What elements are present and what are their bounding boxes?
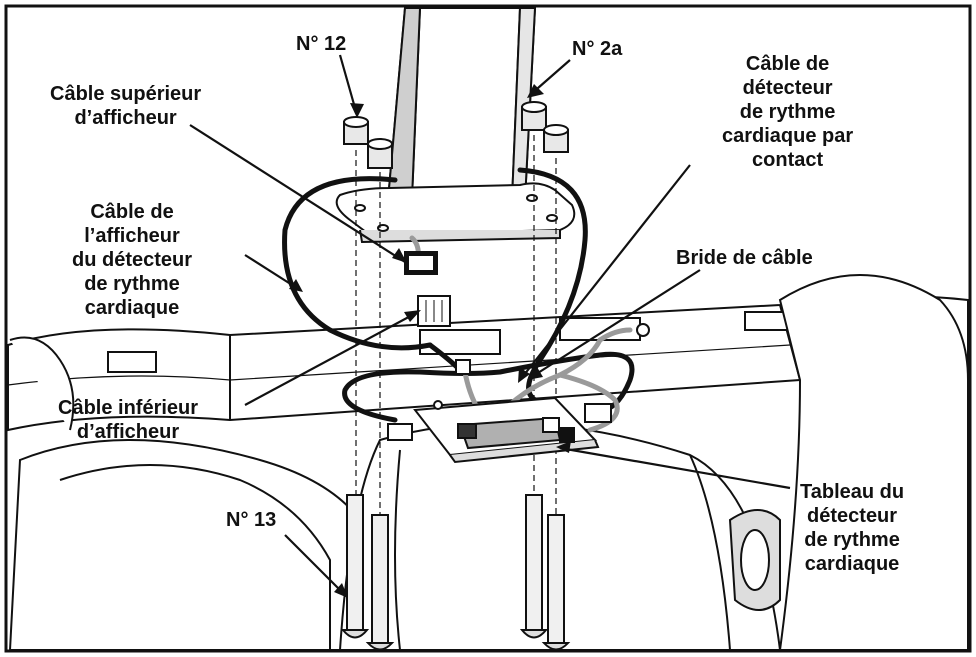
label-upper-console-cable-line1: Câble supérieur [50, 83, 202, 105]
label-contact-hr-cable-line3: de rythme [739, 101, 836, 123]
leader-lines [189, 54, 791, 596]
label-part-2a-text: N° 2a [572, 38, 623, 60]
label-hr-board: Tableau du détecteur de rythme cardiaque [800, 480, 904, 576]
upright-post [386, 7, 537, 202]
label-hr-board-line4: cardiaque [804, 553, 900, 575]
label-console-hr-cable-line2: l’afficheur [84, 225, 180, 247]
label-contact-hr-cable-line4: cardiaque par [722, 125, 854, 147]
bolts [340, 494, 571, 651]
label-console-hr-cable-line5: cardiaque [84, 297, 180, 319]
label-console-hr-cable-line3: du détecteur [72, 249, 193, 271]
label-part-2a: N° 2a [572, 37, 622, 61]
label-hr-board-line2: détecteur [807, 505, 898, 527]
mounting-plate [335, 182, 576, 244]
label-contact-hr-cable: Câble de détecteur de rythme cardiaque p… [722, 52, 853, 172]
label-hr-board-line1: Tableau du [800, 481, 905, 503]
label-console-hr-cable: Câble de l’afficheur du détecteur de ryt… [72, 200, 192, 320]
label-contact-hr-cable-line1: Câble de [745, 53, 830, 75]
label-contact-hr-cable-line2: détecteur [742, 77, 833, 99]
label-upper-console-cable: Câble supérieur d’afficheur [50, 82, 201, 130]
base-frame [7, 295, 969, 432]
label-lower-console-cable-line1: Câble inférieur [58, 397, 199, 419]
label-upper-console-cable-line2: d’afficheur [74, 107, 177, 129]
label-console-hr-cable-line4: de rythme [84, 273, 180, 295]
leader-arrowheads [289, 84, 571, 598]
label-console-hr-cable-line1: Câble de [90, 201, 174, 223]
label-part-13: N° 13 [226, 508, 276, 532]
lower-black-cable [342, 351, 635, 423]
label-lower-console-cable: Câble inférieur d’afficheur [58, 396, 198, 444]
label-lower-console-cable-line2: d’afficheur [76, 421, 180, 443]
label-contact-hr-cable-line5: contact [752, 149, 824, 171]
label-part-13-text: N° 13 [226, 509, 277, 531]
label-part-12-text: N° 12 [296, 33, 347, 55]
label-hr-board-line3: de rythme [804, 529, 900, 551]
connectors [387, 251, 612, 441]
label-cable-clamp: Bride de câble [676, 246, 813, 270]
right-housing [728, 274, 969, 651]
label-part-12: N° 12 [296, 32, 346, 56]
label-cable-clamp-text: Bride de câble [676, 247, 813, 269]
nuts [343, 101, 569, 169]
